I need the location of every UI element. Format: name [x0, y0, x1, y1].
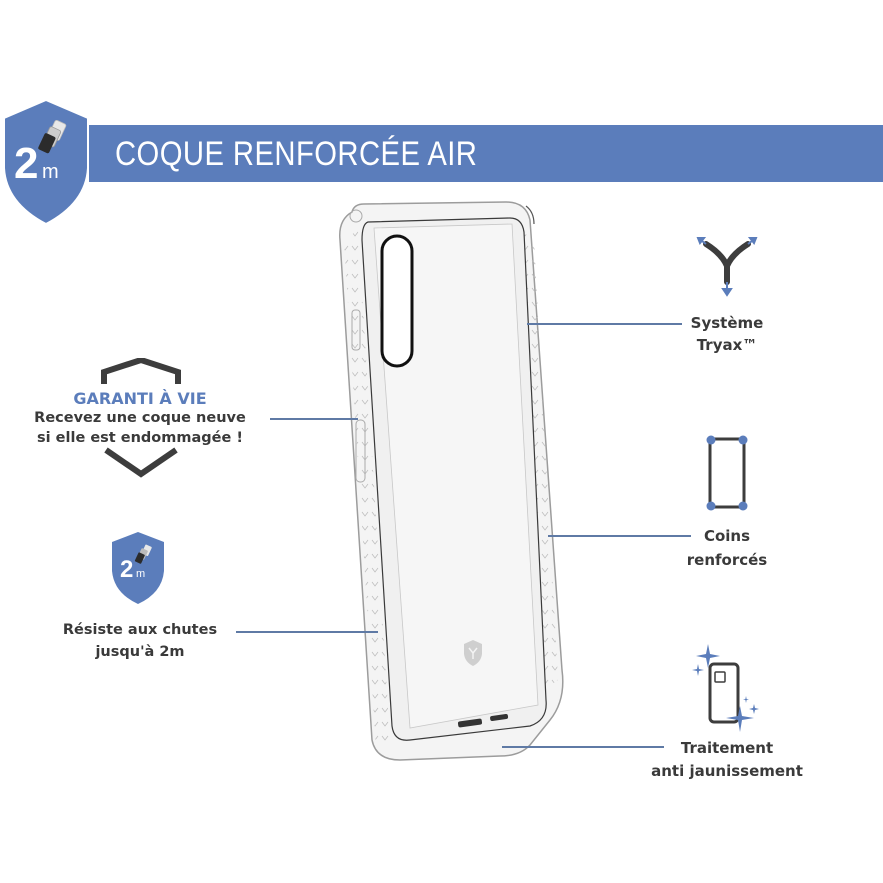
shield-drop-icon: 2 m: [3, 98, 89, 226]
header-banner: [89, 125, 883, 182]
reinforced-corners-icon: [706, 435, 748, 511]
page-title: COQUE RENFORCÉE AIR: [115, 135, 478, 173]
leader-line-corners: [548, 535, 691, 537]
drop-line-2: jusqu'à 2m: [95, 644, 185, 660]
leader-line-drop: [236, 631, 378, 633]
svg-text:2: 2: [14, 139, 38, 188]
shield-2m-icon: 2 m: [112, 532, 164, 604]
drop-line-1: Résiste aux chutes: [62, 622, 218, 638]
leader-line-guarantee: [270, 418, 358, 420]
guarantee-line-1: Recevez une coque neuve: [34, 410, 246, 426]
shield-outline-icon: [101, 358, 181, 478]
svg-text:m: m: [42, 161, 59, 183]
guarantee-title: GARANTI À VIE: [73, 389, 207, 408]
shield-logo-icon: [464, 640, 482, 666]
leader-line-tryax: [527, 323, 682, 325]
svg-text:m: m: [136, 568, 145, 580]
tryax-line-2: Tryax™: [696, 336, 758, 354]
yellowing-line-1: Traitement: [680, 739, 774, 757]
tryax-arrows-icon: [696, 237, 758, 297]
guarantee-line-2: si elle est endommagée !: [37, 430, 243, 446]
svg-text:2: 2: [120, 556, 133, 583]
corners-line-1: Coins: [703, 527, 751, 545]
yellowing-line-2: anti jaunissement: [651, 762, 803, 780]
clear-phone-case: [339, 201, 564, 761]
sparkle-phone-icon: [692, 644, 759, 732]
corners-line-2: renforcés: [686, 551, 768, 569]
tryax-line-1: Système: [690, 314, 764, 332]
leader-line-yellowing: [502, 746, 664, 748]
